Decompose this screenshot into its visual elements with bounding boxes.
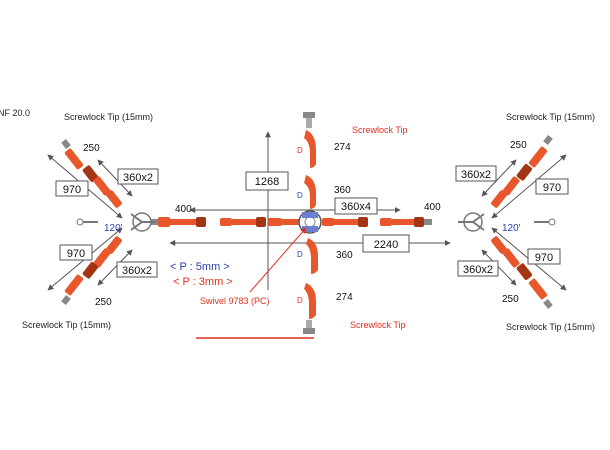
- dim-left-250-top: 250: [83, 143, 100, 154]
- right-360x2-top-arrow: [481, 159, 517, 197]
- pitch-5mm-label: < P : 5mm >: [170, 261, 230, 273]
- dim-2240: 2240: [374, 239, 398, 251]
- dim-box-left-970-top: [55, 180, 89, 197]
- dim-box-right-360x2-top: [455, 165, 497, 182]
- d-label-4: D: [297, 296, 303, 305]
- dim-right-360x2-bottom: 360x2: [463, 264, 493, 276]
- dim-box-right-970-top: [535, 178, 569, 195]
- dim-360-bottom: 360: [336, 250, 353, 261]
- left-360x2-top-arrow: [97, 159, 133, 197]
- left-key: [76, 218, 98, 226]
- screwlock-br-label: Screwlock Tip (15mm): [506, 322, 595, 332]
- dim-left-970-bottom: 970: [67, 248, 85, 260]
- left-hub: [130, 212, 156, 232]
- angle-right-label: 120': [502, 223, 521, 234]
- dim-left-400: 400: [175, 204, 192, 215]
- right-lower-arm: [491, 236, 553, 309]
- screwlock-bl-label: Screwlock Tip (15mm): [22, 320, 111, 330]
- dim-right-400: 400: [424, 202, 441, 213]
- dim-left-360x2-top: 360x2: [123, 172, 153, 184]
- right-360x2-bottom-arrow: [481, 249, 517, 286]
- d-label-1: D: [297, 146, 303, 155]
- dim-360x4: 360x4: [341, 201, 371, 213]
- screwlock-center-bottom-label: Screwlock Tip: [350, 320, 406, 330]
- vertical-tube-bottom: [303, 238, 318, 334]
- dim-right-360x2-top: 360x2: [461, 169, 491, 181]
- dim-right-250-top: 250: [510, 140, 527, 151]
- right-key: [534, 218, 556, 226]
- screwlock-tr-label: Screwlock Tip (15mm): [506, 112, 595, 122]
- dim-box-left-360x2-top: [117, 168, 159, 185]
- swivel-joint: [298, 210, 322, 234]
- angle-left-label: 120': [104, 223, 123, 234]
- dim-1268: 1268: [255, 176, 279, 188]
- left-360x2-bottom-arrow: [97, 249, 133, 286]
- dim-box-left-360x2-bottom: [116, 261, 158, 278]
- screwlock-tl-label: Screwlock Tip (15mm): [64, 112, 153, 122]
- dim-left-250-bottom: 250: [95, 297, 112, 308]
- d-label-2: D: [297, 191, 303, 200]
- dim-right-970-top: 970: [543, 182, 561, 194]
- dim-box-1268: [245, 171, 289, 191]
- d-label-3: D: [297, 250, 303, 259]
- dim-box-right-970-bottom: [527, 248, 561, 265]
- dim-right-250-bottom: 250: [502, 294, 519, 305]
- dim-right-970-bottom: 970: [535, 252, 553, 264]
- right-hub: [458, 212, 485, 232]
- dim-box-360x4: [334, 197, 378, 215]
- dim-left-360x2-bottom: 360x2: [122, 265, 152, 277]
- dim-360-top: 360: [334, 185, 351, 196]
- right-970-top-arrow: [491, 154, 567, 219]
- dim-box-left-970-bottom: [59, 244, 93, 261]
- screwlock-center-top-label: Screwlock Tip: [352, 125, 408, 135]
- dim-box-2240: [362, 234, 410, 253]
- vertical-tube-top: [303, 112, 316, 209]
- swivel-label: Swivel 9783 (PC): [200, 296, 270, 306]
- horizontal-segment-chain: [150, 217, 432, 227]
- dim-box-right-360x2-bottom: [457, 260, 499, 277]
- dim-left-970-top: 970: [63, 184, 81, 196]
- pitch-3mm-label: < P : 3mm >: [173, 276, 233, 288]
- dim-274-top: 274: [334, 142, 351, 153]
- corner-code: NF 20.0: [0, 108, 30, 118]
- dim-274-bottom: 274: [336, 292, 353, 303]
- swivel-pointer-line: [249, 227, 307, 293]
